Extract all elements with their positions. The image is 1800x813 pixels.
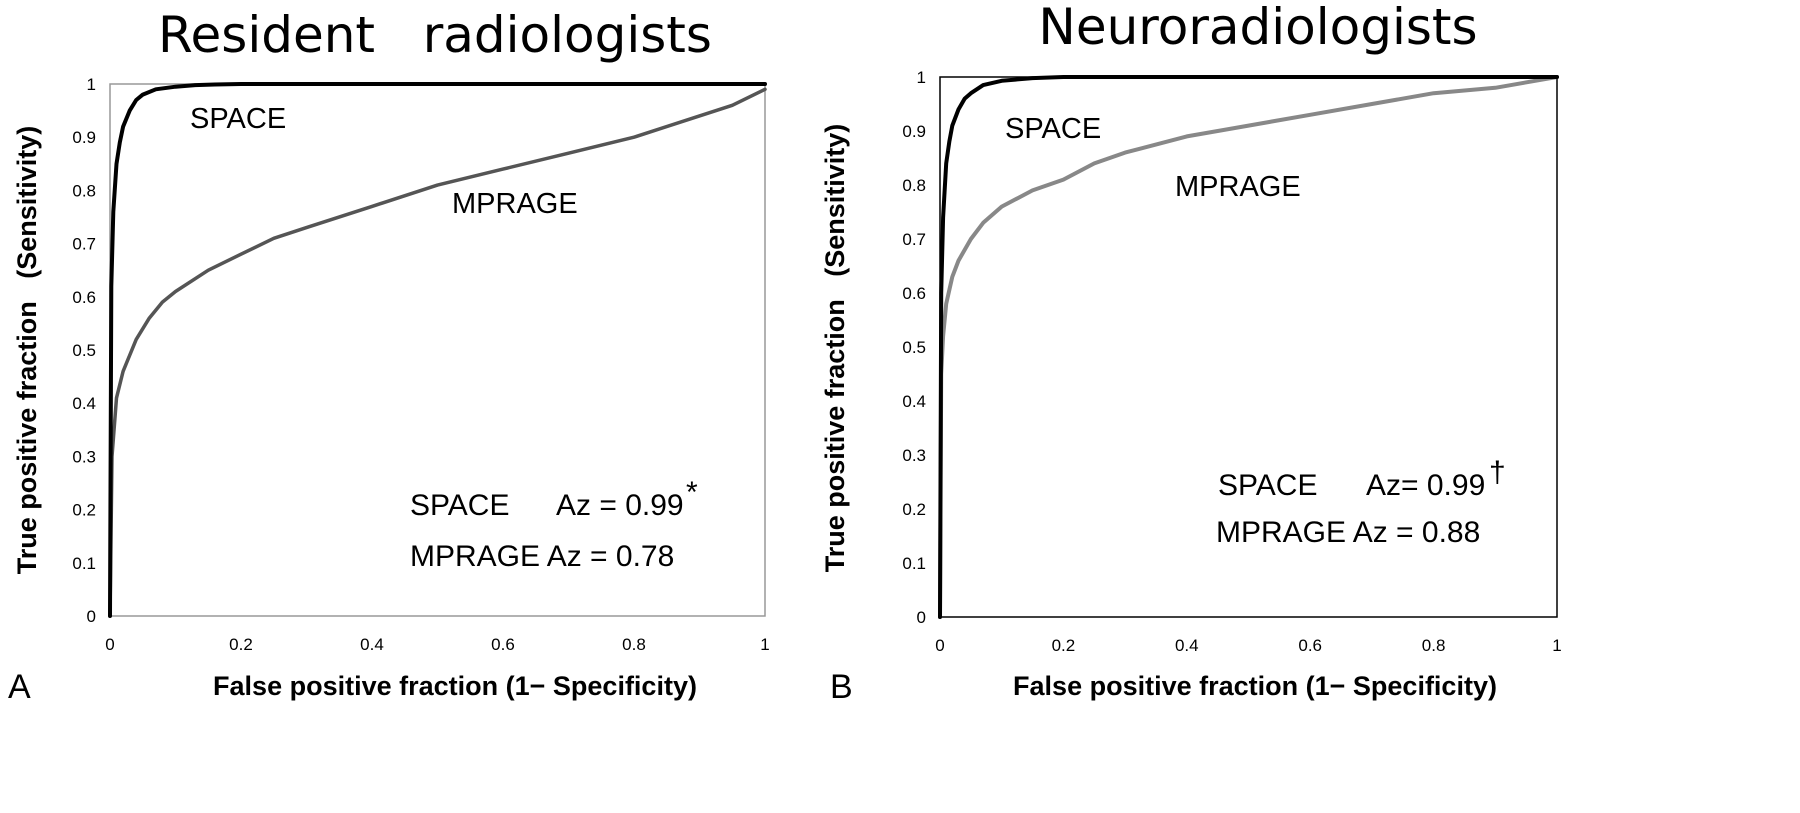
panel-a-x-tick-5: 1 bbox=[760, 635, 769, 654]
panel-b-title: Neuroradiologists bbox=[1038, 0, 1477, 56]
panel-b-y-tick-9: 0.9 bbox=[902, 122, 926, 141]
panel-a-y-tick-3: 0.3 bbox=[72, 447, 96, 466]
panel-a-y-tick-8: 0.8 bbox=[72, 181, 96, 200]
panel-a-letter: A bbox=[8, 668, 31, 706]
panel-a-y-tick-0: 0 bbox=[87, 607, 96, 626]
panel-a-space-stat-name: SPACE bbox=[410, 489, 509, 522]
panel-a-x-ticks: 0 0.2 0.4 0.6 0.8 1 bbox=[105, 635, 769, 654]
panel-b-y-tick-7: 0.7 bbox=[902, 230, 926, 249]
panel-b-space-curve bbox=[938, 75, 1559, 619]
panel-b-y-tick-3: 0.3 bbox=[902, 446, 926, 465]
panel-a-y-tick-7: 0.7 bbox=[72, 235, 96, 254]
panel-b-space-stat-name: SPACE bbox=[1218, 469, 1317, 502]
panel-b-x-tick-2: 0.4 bbox=[1175, 636, 1199, 655]
panel-a-x-tick-2: 0.4 bbox=[360, 635, 384, 654]
panel-a-y-tick-5: 0.5 bbox=[72, 341, 96, 360]
panel-a-space-curve-label: SPACE bbox=[190, 103, 286, 135]
panel-a-space-stat-mark: * bbox=[686, 476, 698, 509]
panel-a-space-stat-az: Az = 0.99 bbox=[556, 489, 684, 522]
panel-a-mprage-curve bbox=[108, 87, 767, 618]
panel-b-x-tick-1: 0.2 bbox=[1052, 636, 1076, 655]
panel-a-y-ticks: 0 0.1 0.2 0.3 0.4 0.5 0.6 0.7 0.8 0.9 1 bbox=[72, 75, 96, 626]
panel-b-y-tick-2: 0.2 bbox=[902, 500, 926, 519]
panel-b-x-tick-0: 0 bbox=[935, 636, 944, 655]
panel-a-y-tick-2: 0.2 bbox=[72, 501, 96, 520]
panel-a-x-axis-label: False positive fraction (1− Specificity) bbox=[213, 671, 697, 701]
panel-b-y-tick-10: 1 bbox=[917, 68, 926, 87]
panel-b-space-stat-mark: † bbox=[1489, 456, 1506, 489]
panel-a-y-tick-9: 0.9 bbox=[72, 128, 96, 147]
panel-b-curves bbox=[938, 75, 1559, 619]
panel-b: Neuroradiologists 0 0.1 0.2 0.3 0.4 0.5 0.6 0.7… bbox=[820, 0, 1562, 706]
panel-a-y-tick-10: 1 bbox=[87, 75, 96, 94]
panel-b-y-tick-0: 0 bbox=[917, 608, 926, 627]
panel-b-y-ticks: 0 0.1 0.2 0.3 0.4 0.5 0.6 0.7 0.8 0.9 1 bbox=[902, 68, 926, 627]
panel-a-mprage-stat: MPRAGE Az = 0.78 bbox=[410, 540, 674, 573]
panel-b-mprage-curve bbox=[938, 75, 1559, 619]
panel-b-space-curve-label: SPACE bbox=[1005, 113, 1101, 145]
panel-a: Resident radiologists 0 0.1 0.2 0.3 0.4 0.5 0.… bbox=[8, 6, 770, 706]
panel-b-letter: B bbox=[830, 668, 853, 706]
panel-b-x-axis-label: False positive fraction (1− Specificity) bbox=[1013, 671, 1497, 701]
panel-a-x-tick-0: 0 bbox=[105, 635, 114, 654]
panel-a-y-tick-4: 0.4 bbox=[72, 394, 96, 413]
panel-b-x-tick-4: 0.8 bbox=[1422, 636, 1446, 655]
panel-a-y-tick-6: 0.6 bbox=[72, 288, 96, 307]
panel-a-curves bbox=[108, 82, 767, 618]
panel-b-x-tick-5: 1 bbox=[1552, 636, 1561, 655]
panel-b-y-axis-label: True positive fraction (Sensitivity) bbox=[820, 124, 850, 573]
panel-a-title: Resident radiologists bbox=[158, 6, 712, 64]
panel-b-space-stat-az: Az= 0.99 bbox=[1366, 469, 1485, 502]
panel-b-y-tick-4: 0.4 bbox=[902, 392, 926, 411]
panel-b-y-tick-6: 0.6 bbox=[902, 284, 926, 303]
panel-b-y-tick-8: 0.8 bbox=[902, 176, 926, 195]
panel-b-x-ticks: 0 0.2 0.4 0.6 0.8 1 bbox=[935, 636, 1561, 655]
panel-a-x-tick-1: 0.2 bbox=[229, 635, 253, 654]
panel-a-x-tick-3: 0.6 bbox=[491, 635, 515, 654]
panel-a-plot-area bbox=[109, 83, 766, 617]
panel-b-y-tick-5: 0.5 bbox=[902, 338, 926, 357]
panel-b-y-tick-1: 0.1 bbox=[902, 554, 926, 573]
panel-a-x-tick-4: 0.8 bbox=[622, 635, 646, 654]
panel-a-mprage-curve-label: MPRAGE bbox=[452, 188, 578, 220]
panel-a-y-tick-1: 0.1 bbox=[72, 554, 96, 573]
panel-a-y-axis-label: True positive fraction (Sensitivity) bbox=[12, 126, 42, 575]
panel-a-space-curve bbox=[108, 82, 767, 618]
panel-b-mprage-stat: MPRAGE Az = 0.88 bbox=[1216, 516, 1480, 549]
panel-b-x-tick-3: 0.6 bbox=[1298, 636, 1322, 655]
panel-b-mprage-curve-label: MPRAGE bbox=[1175, 171, 1301, 203]
